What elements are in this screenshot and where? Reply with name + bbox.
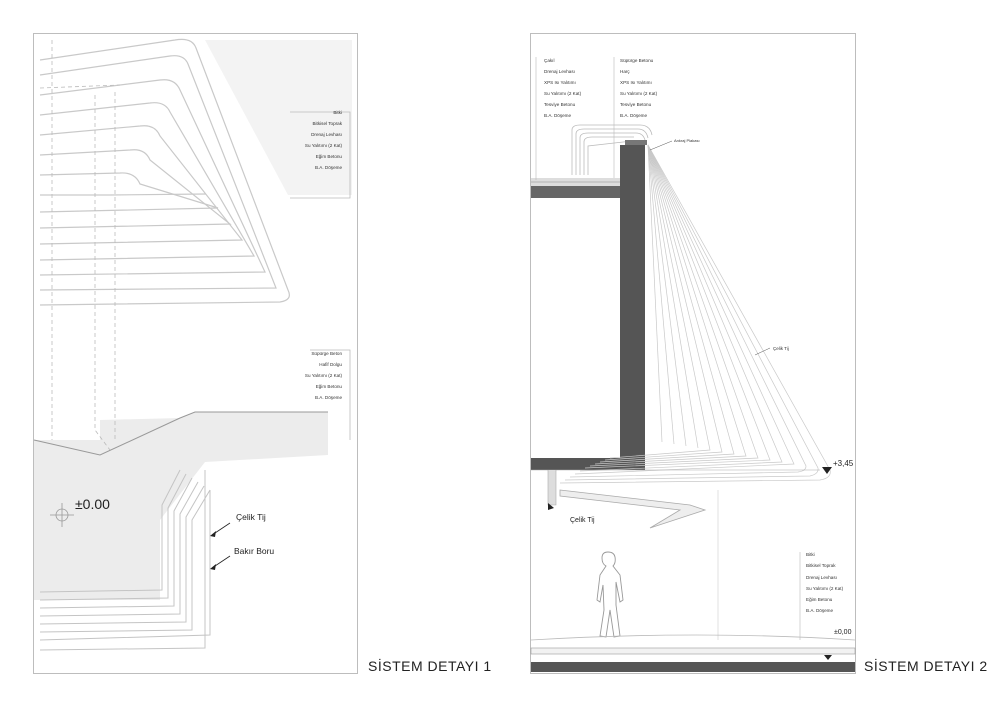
layer-label: B.A. Döşeme: [315, 395, 343, 400]
rod-bottom-arrow: [548, 503, 554, 510]
pipe-arcs-top: [39, 38, 290, 306]
canopy-profile: [559, 489, 707, 529]
sheet-1-drawing: [33, 38, 352, 651]
layer-label: Eğim Betonu: [316, 384, 343, 389]
rod-label: Çelik Tij: [773, 346, 789, 351]
bracket-post: [547, 470, 557, 506]
ground-line: [530, 634, 856, 641]
layer-label: Su Yalıtımı (2 Kat): [544, 91, 582, 96]
layer-label: Hafif Dolgu: [319, 362, 342, 367]
layer-label: Bitkisel Toprak: [312, 121, 342, 126]
layer-label: Drenaj Levhası: [311, 132, 342, 137]
layer-label: Tesviye Betonu: [544, 102, 576, 107]
sheet-2-frame: [530, 33, 856, 674]
layer-label: Süpürge Betonu: [620, 58, 654, 63]
wall-column: [620, 145, 645, 470]
layer-label: B.A. Döşeme: [544, 113, 572, 118]
layer-label: Harç: [620, 69, 630, 74]
level-marker-crosshair: [50, 503, 74, 527]
layer-label: Tesviye Betonu: [620, 102, 652, 107]
sheet-1-layers-mid: Süpürge Beton Hafif Dolgu Su Yalıtımı (2…: [305, 351, 343, 400]
structure-fill: [34, 412, 328, 600]
sheet-2-layers-bottom: Bitki Bitkisel Toprak Drenaj Levhası Su …: [806, 552, 844, 613]
layer-label: Bitki: [806, 552, 815, 557]
layer-label: XPS Isı Yalıtımı: [544, 80, 576, 85]
level-top-arrow: [822, 467, 832, 474]
level-top-label: +3,45: [833, 459, 854, 468]
layer-label: Çakıl: [544, 58, 554, 63]
layer-label: B.A. Döşeme: [620, 113, 648, 118]
level-bottom-arrow: [824, 655, 832, 660]
celik-tij-arrow: [210, 531, 216, 537]
layer-label: Bitki: [333, 110, 342, 115]
bakir-boru-label: Bakır Boru: [234, 546, 274, 556]
layer-label: XPS Isı Yalıtımı: [620, 80, 652, 85]
sheet-2-drawing: [530, 57, 856, 672]
rod-label-leader: [754, 347, 771, 356]
pipe-bundle-bottom: [39, 469, 211, 651]
rod-label-bottom: Çelik Tij: [570, 517, 595, 524]
layer-label: Süpürge Beton: [311, 351, 342, 356]
anchor-plate-label: Ankraj Plakası: [674, 138, 700, 143]
layer-label: B.A. Döşeme: [315, 165, 343, 170]
layer-label: Drenaj Levhası: [806, 575, 837, 580]
layer-label: Su Yalıtımı (2 Kat): [806, 586, 844, 591]
layer-label: Su Yalıtımı (2 Kat): [620, 91, 658, 96]
mid-label-bracket: [310, 349, 351, 440]
anchor-plate: [625, 140, 647, 145]
steel-rod-fan: [559, 144, 831, 484]
human-silhouette: [596, 551, 624, 638]
upper-slab-fill: [205, 40, 352, 195]
ground-slab: [530, 647, 856, 655]
dashed-structure-lines: [39, 40, 121, 451]
level-label: ±0.00: [75, 496, 110, 512]
level-bottom-label: ±0,00: [834, 629, 852, 636]
sheet-2-layers-right: Süpürge Betonu Harç XPS Isı Yalıtımı Su …: [620, 58, 658, 118]
layer-label: Drenaj Levhası: [544, 69, 575, 74]
layer-label: Eğim Betonu: [806, 597, 833, 602]
layer-label: Bitkisel Toprak: [806, 563, 836, 568]
layer-label: Su Yalıtımı (2 Kat): [305, 373, 343, 378]
sheet-1-title: SİSTEM DETAYI 1: [368, 658, 492, 674]
roof-slab: [531, 186, 620, 198]
sheet-2-layers-left: Çakıl Drenaj Levhası XPS Isı Yalıtımı Su…: [544, 58, 582, 118]
anchor-label-leader: [649, 140, 673, 151]
sheet-1-frame: [33, 33, 358, 674]
sheet-1-layers-top: Bitki Bitkisel Toprak Drenaj Levhası Su …: [305, 110, 343, 170]
layer-label: Su Yalıtımı (2 Kat): [305, 143, 343, 148]
top-label-bracket: [290, 111, 351, 199]
celik-tij-label: Çelik Tij: [236, 512, 266, 522]
layer-label: B.A. Döşeme: [806, 608, 834, 613]
parapet-arcs: [571, 124, 653, 175]
ground-base: [531, 662, 855, 672]
bakir-boru-arrow: [210, 564, 216, 570]
sheet-2-title: SİSTEM DETAYI 2: [864, 658, 988, 674]
slab-outline: [33, 411, 328, 456]
layer-label: Eğim Betonu: [316, 154, 343, 159]
